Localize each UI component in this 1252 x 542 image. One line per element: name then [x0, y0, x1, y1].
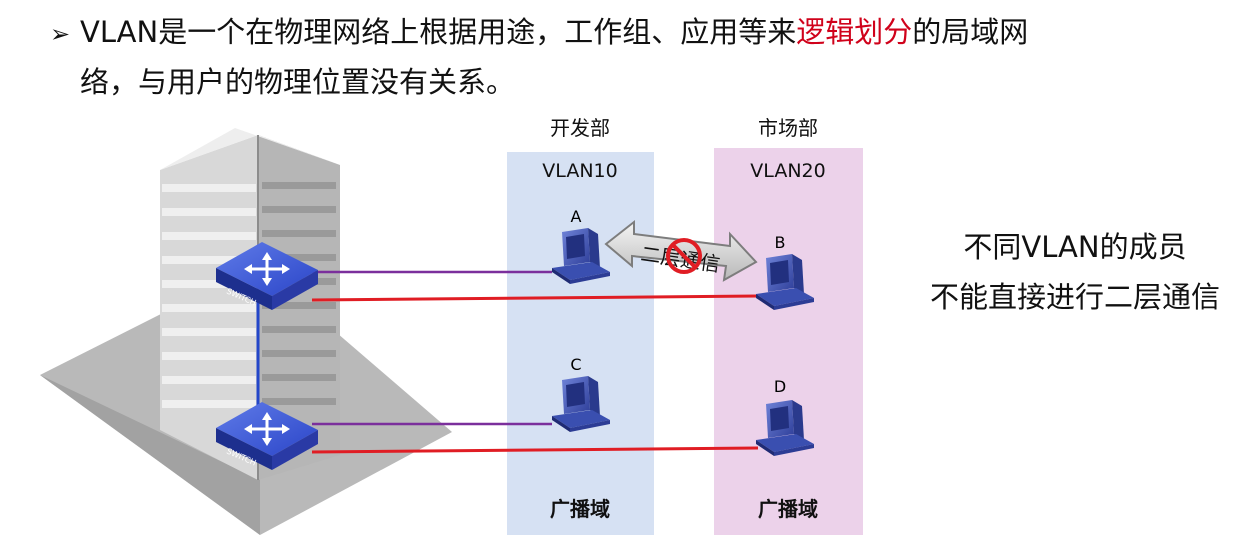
vlan10-zone [507, 152, 654, 535]
computer-icon-d [756, 400, 814, 456]
bullet-line-2: 络，与用户的物理位置没有关系。 [80, 65, 516, 99]
host-label-a: A [571, 207, 582, 226]
building-icon [40, 128, 452, 535]
switch-top-icon: SWITCH [216, 242, 318, 310]
host-label-c: C [570, 355, 581, 374]
vlan-label-10: VLAN10 [542, 160, 617, 182]
link-d [311, 446, 759, 454]
bullet-text: ➢ VLAN是一个在物理网络上根据用途，工作组、应用等来逻辑划分的局域网 络，与用… [50, 8, 1230, 106]
vlan-label-20: VLAN20 [750, 160, 825, 182]
bullet-prefix: VLAN是一个在物理网络上根据用途，工作组、应用等来 [80, 15, 797, 49]
host-label-d: D [774, 377, 786, 396]
host-label-b: B [775, 233, 786, 252]
prohibited-icon [666, 238, 702, 274]
dept-label-vlan20: 市场部 [758, 116, 818, 140]
computer-icon-c [552, 376, 610, 432]
dept-label-vlan10: 开发部 [550, 116, 610, 140]
link-b [311, 294, 759, 302]
computer-icon-a [552, 228, 610, 284]
broadcast-domain-vlan10: 广播域 [550, 497, 610, 521]
vlan-note-line-1: 不同VLAN的成员 [963, 230, 1187, 264]
arrow-bullet-icon: ➢ [50, 20, 71, 48]
broadcast-domain-vlan20: 广播域 [758, 497, 818, 521]
vlan-note-line-2: 不能直接进行二层通信 [929, 280, 1220, 314]
bullet-highlight: 逻辑划分 [796, 15, 913, 49]
computer-icon-b [756, 254, 814, 310]
bullet-line-1: ➢ VLAN是一个在物理网络上根据用途，工作组、应用等来逻辑划分的局域网 [50, 8, 1230, 58]
switch-bottom-icon: SWITCH [216, 402, 318, 470]
vlan-note: 不同VLAN的成员 不能直接进行二层通信 [900, 222, 1250, 322]
vlan20-zone [714, 148, 863, 535]
bullet-suffix: 的局域网 [912, 15, 1029, 49]
